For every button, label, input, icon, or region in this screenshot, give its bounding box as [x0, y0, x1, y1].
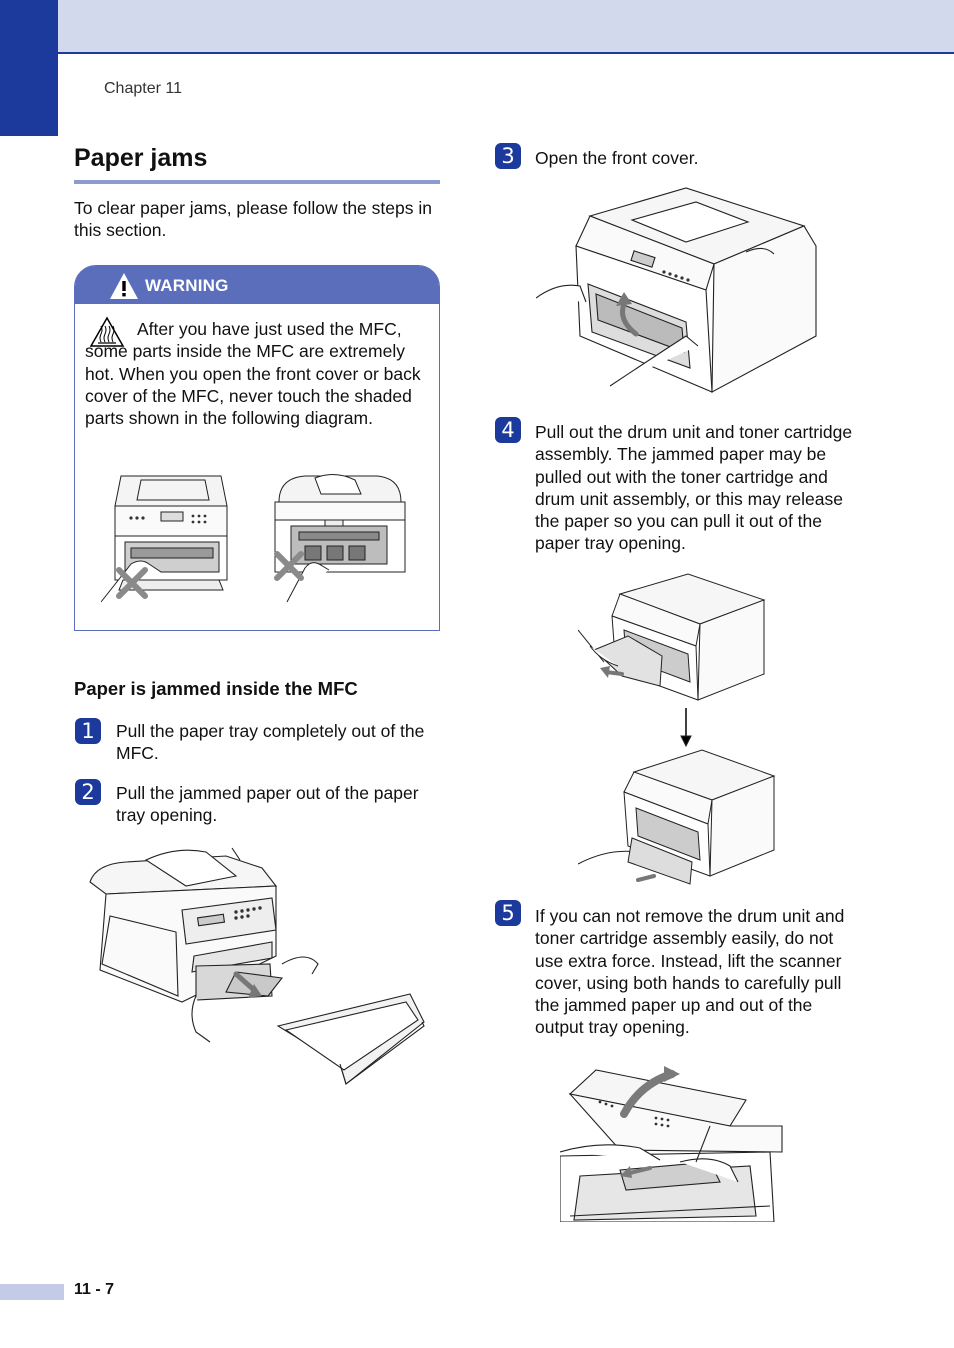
pull-tray-paper-illustration [89, 847, 425, 1085]
step-3-number: 3 [495, 143, 521, 169]
subsection-title: Paper is jammed inside the MFC [74, 678, 358, 699]
step-2-number: 2 [75, 779, 101, 805]
step-1-number: 1 [75, 718, 101, 744]
step-2-text: Pull the jammed paper out of the paper t… [116, 783, 419, 826]
intro-text: To clear paper jams, please follow the s… [74, 198, 432, 240]
page-number: 11 - 7 [74, 1281, 115, 1298]
hot-parts-front-illustration [101, 475, 228, 603]
lift-scanner-cover-illustration [560, 1066, 783, 1222]
remove-drum-unit-illustration [578, 573, 776, 885]
step-5-number: 5 [495, 900, 521, 926]
footer-band [0, 1284, 64, 1300]
step-4-text: Pull out the drum unit and toner cartrid… [535, 422, 853, 554]
warning-label: WARNING [145, 276, 229, 295]
warning-box: WARNING After you have just used the MFC… [74, 265, 440, 631]
header-band [0, 0, 954, 54]
step-5-text: If you can not remove the drum unit and … [535, 906, 845, 1038]
warning-icon [110, 273, 138, 299]
chapter-tab [0, 0, 58, 136]
title-underline [74, 180, 440, 184]
open-front-cover-illustration [536, 187, 817, 393]
step-3-text: Open the front cover. [535, 148, 699, 168]
hot-parts-back-illustration [274, 474, 406, 603]
page-title: Paper jams [74, 144, 208, 172]
warning-header: WARNING [75, 266, 439, 304]
warning-text: After you have just used the MFC, some p… [85, 319, 421, 429]
step-1-text: Pull the paper tray completely out of th… [116, 721, 425, 764]
hot-surface-icon [89, 316, 125, 347]
step-4-number: 4 [495, 417, 521, 443]
chapter-label: Chapter 11 [104, 80, 182, 97]
